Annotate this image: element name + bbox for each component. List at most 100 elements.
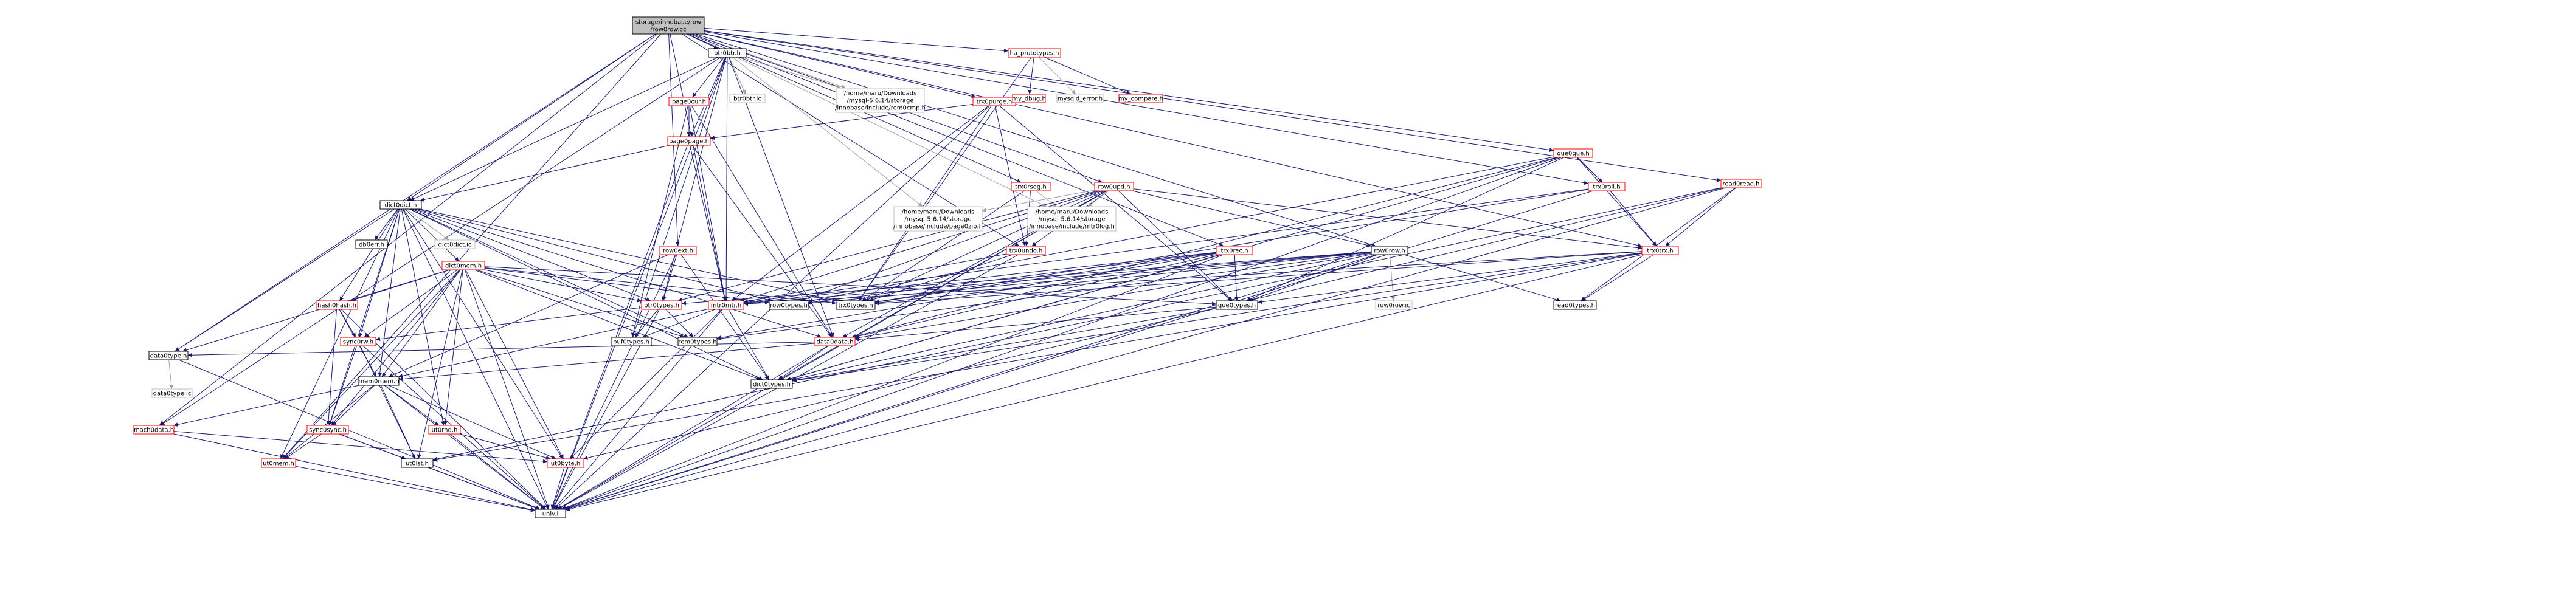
node-que0que-h[interactable]: que0que.h (1553, 148, 1593, 158)
node-my-compare-h[interactable]: my_compare.h (1118, 94, 1163, 103)
node-row0types-h[interactable]: row0types.h (769, 300, 809, 310)
node-trx0types-h[interactable]: trx0types.h (836, 300, 876, 310)
node-root[interactable]: storage/innobase/row/row0row.cc (632, 16, 705, 35)
edge-data0data_h-to-data0type_h (187, 342, 815, 357)
edge-trx0purge_h-to-que0types_h (999, 105, 1232, 301)
edge-data0type_h-to-data0type_ic (168, 359, 174, 390)
edge-btr0btr_h-to-rem0cmp_h (741, 57, 842, 89)
node-trx0rec-h[interactable]: trx0rec.h (1216, 246, 1253, 255)
edge-mtr0mtr_h-to-buf0types_h (642, 309, 715, 338)
edge-trx0rseg_h-to-trx0types_h (862, 190, 1025, 301)
node-read0types-h[interactable]: read0types.h (1553, 300, 1597, 310)
edge-dict0dict_h-to-db0err_h (374, 208, 398, 241)
edge-root-to-trx0roll_h (704, 31, 1589, 185)
node-row0upd-h[interactable]: row0upd.h (1094, 182, 1134, 191)
edge-btr0btr_h-to-dict0dict_h (409, 57, 719, 201)
node-box (668, 97, 710, 106)
node-label: ut0rnd.h (432, 427, 458, 434)
node-rem0types-h[interactable]: rem0types.h (677, 337, 718, 346)
node-ut0byte-h[interactable]: ut0byte.h (547, 458, 584, 468)
edge-row0upd_h-to-que0types_h (1118, 190, 1233, 301)
edge-dict0mem_h-to-row0types_h (484, 267, 770, 304)
node-trx0rseg-h[interactable]: trx0rseg.h (1011, 182, 1051, 191)
node-read0read-h[interactable]: read0read.h (1720, 179, 1762, 188)
node-ut0mem-h[interactable]: ut0mem.h (261, 458, 296, 468)
edge-ut0lst_h-to-univ_i (428, 467, 539, 510)
node-label: read0read.h (1723, 181, 1760, 188)
edge-dict0mem_h-to-data0type_h (182, 269, 450, 353)
edge-mach0data_h-to-univ_i (173, 433, 536, 512)
edge-trx0purge_h-to-trx0types_h (858, 105, 992, 301)
node-trx0undo-h[interactable]: trx0undo.h (1006, 246, 1046, 255)
edge-dict0dict_h-to-dict0mem_h (404, 208, 460, 262)
edge-root-to-que0que_h (704, 30, 1554, 152)
node-box (836, 88, 925, 113)
edge-root-to-data0type_h (175, 33, 656, 352)
node-trx0trx-h[interactable]: trx0trx.h (1641, 246, 1679, 255)
node-mem0mem-h[interactable]: mem0mem.h (358, 376, 400, 386)
edge-row0upd_h-to-trx0trx_h (1133, 188, 1643, 250)
node-box (814, 337, 856, 346)
node-rem0cmp-h[interactable]: /home/maru/Downloads/mysql-5.6.14/storag… (835, 88, 926, 113)
node-dict0types-h[interactable]: dict0types.h (750, 379, 793, 389)
edge-trx0rec_h-to-mtr0mtr_h (743, 252, 1217, 305)
node-page0cur-h[interactable]: page0cur.h (668, 97, 710, 106)
node-mysqld-error-h[interactable]: mysqld_error.h (1056, 94, 1104, 103)
node-trx0roll-h[interactable]: trx0roll.h (1588, 182, 1626, 191)
node-label: storage/innobase/row (635, 19, 701, 26)
node-row0ext-h[interactable]: row0ext.h (659, 246, 697, 255)
edge-ut0rnd_h-to-univ_i (449, 433, 545, 510)
edge-hash0hash_h-to-sync0sync_h (326, 309, 337, 426)
edge-dict0mem_h-to-sync0sync_h (331, 269, 460, 426)
node-mtr0log-h[interactable]: /home/maru/Downloads/mysql-5.6.14/storag… (1027, 206, 1117, 232)
edge-trx0trx_h-to-trx0types_h (874, 251, 1643, 306)
node-label: btr0btr.ic (733, 96, 761, 103)
node-box (1056, 94, 1104, 103)
node-page0zip-h[interactable]: /home/maru/Downloads/mysql-5.6.14/storag… (893, 206, 983, 232)
node-dict0mem-h[interactable]: dict0mem.h (441, 261, 485, 270)
node-trx0purge-h[interactable]: trx0purge.h (972, 97, 1016, 106)
node-page0page-h[interactable]: page0page.h (667, 136, 711, 146)
node-ut0lst-h[interactable]: ut0lst.h (401, 458, 434, 468)
node-box (358, 376, 400, 386)
edge-mem0mem_h-to-univ_i (384, 385, 545, 510)
node-label: mysqld_error.h (1058, 96, 1103, 103)
edge-dict0dict_h-to-ut0rnd_h (401, 208, 445, 426)
node-ut0rnd-h[interactable]: ut0rnd.h (428, 425, 461, 435)
node-data0data-h[interactable]: data0data.h (814, 337, 856, 346)
node-row0row-h[interactable]: row0row.h (1371, 246, 1408, 255)
node-box (1012, 94, 1046, 103)
node-data0type-h[interactable]: data0type.h (148, 351, 189, 360)
edge-trx0rec_h-to-data0data_h (853, 254, 1217, 339)
edge-ha_prototypes_h-to-mysqld_error_h (1038, 57, 1076, 95)
node-sync0rw-h[interactable]: sync0rw.h (340, 337, 376, 346)
node-box (1371, 246, 1408, 255)
node-sync0sync-h[interactable]: sync0sync.h (306, 425, 349, 435)
node-dict0dict-h[interactable]: dict0dict.h (379, 200, 422, 210)
node-label: /mysql-5.6.14/storage (1038, 216, 1105, 223)
node-data0type-ic[interactable]: data0type.ic (151, 388, 193, 398)
node-box (1553, 300, 1597, 310)
node-buf0types-h[interactable]: buf0types.h (611, 337, 652, 346)
node-box (1094, 182, 1134, 191)
edge-dict0dict_h-to-btr0types_h (412, 208, 651, 301)
node-mtr0mtr-h[interactable]: mtr0mtr.h (708, 300, 744, 310)
edge-row0ext_h-to-mem0mem_h (388, 254, 669, 377)
node-btr0btr-ic[interactable]: btr0btr.ic (729, 94, 766, 103)
node-box (547, 458, 584, 468)
node-btr0types-h[interactable]: btr0types.h (641, 300, 682, 310)
node-btr0btr-h[interactable]: btr0btr.h (708, 48, 747, 58)
node-hash0hash-h[interactable]: hash0hash.h (316, 300, 358, 310)
edge-trx0roll_h-to-mtr0mtr_h (743, 188, 1589, 304)
node-db0err-h[interactable]: db0err.h (355, 239, 388, 249)
node-univ-i[interactable]: univ.i (535, 509, 566, 518)
node-row0row-ic[interactable]: row0row.ic (1375, 300, 1413, 310)
edge-dict0mem_h-to-rem0types_h (476, 269, 685, 339)
node-que0types-h[interactable]: que0types.h (1216, 300, 1258, 310)
node-ha-prototypes-h[interactable]: ha_prototypes.h (1008, 48, 1061, 58)
node-my-dbug-h[interactable]: my_dbug.h (1012, 94, 1046, 103)
node-mach0data-h[interactable]: mach0data.h (133, 425, 175, 435)
node-dict0dict-ic[interactable]: dict0dict.ic (434, 239, 476, 249)
edge-row0row_h-to-read0types_h (1404, 254, 1561, 302)
node-label: my_dbug.h (1012, 96, 1046, 103)
